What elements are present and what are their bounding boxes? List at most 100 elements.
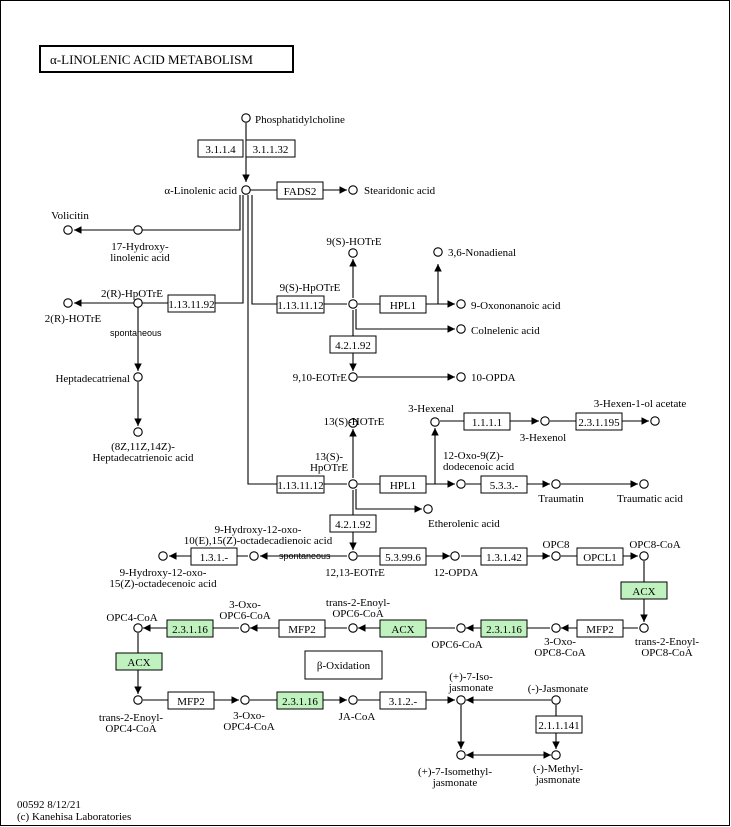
enzyme-box-2-3-1-16-c[interactable]: 2.3.1.16 [276,691,324,710]
enzyme-box-1-13-11-12-b[interactable]: 1.13.11.12 [276,475,325,494]
enzyme-label: 2.3.1.16 [486,624,522,636]
compound-node-9-10-eotre[interactable] [348,372,358,382]
enzyme-box-1-1-1-1[interactable]: 1.1.1.1 [463,412,511,431]
compound-node-9s-hpotre[interactable] [348,299,358,309]
enzyme-box-1-13-11-12-a[interactable]: 1.13.11.12 [276,295,325,314]
compound-label-opc8: OPC8 [543,539,570,551]
compound-node-12-oxo-dodecenoic-acid[interactable] [456,479,466,489]
compound-node-7-iso-jasmonate[interactable] [456,695,466,705]
compound-node-2r-hotre[interactable] [63,298,73,308]
compound-label-traumatic-acid: Traumatic acid [617,493,683,505]
compound-node-alpha-linolenic-acid[interactable] [241,185,251,195]
compound-node-3-hexenal[interactable] [430,417,440,427]
compound-node-heptadecatrienal[interactable] [133,372,143,382]
enzyme-box-acx-b[interactable]: ACX [379,619,427,638]
compound-label-9-oxononanoic-acid: 9-Oxononanoic acid [471,300,561,312]
enzyme-box-hpl1-a[interactable]: HPL1 [379,295,427,314]
compound-node-phosphatidylcholine[interactable] [241,113,251,123]
compound-node-jasmonate[interactable] [551,695,561,705]
enzyme-box-acx-c[interactable]: ACX [115,652,163,671]
enzyme-label: 2.3.1.16 [172,624,208,636]
enzyme-box-4-2-1-92-a[interactable]: 4.2.1.92 [329,335,377,354]
compound-label-opc6-coa: OPC6-CoA [431,639,482,651]
enzyme-box-3-1-1-4[interactable]: 3.1.1.4 [197,139,244,158]
compound-node-3-hexenol[interactable] [540,416,550,426]
compound-node-3-hexen-1-ol-acetate[interactable] [650,416,660,426]
enzyme-box-2-3-1-195[interactable]: 2.3.1.195 [575,412,623,431]
enzyme-label: 5.3.3.- [490,480,519,492]
compound-node-9-oxononanoic-acid[interactable] [456,299,466,309]
enzyme-box-5-3-3[interactable]: 5.3.3.- [480,475,528,494]
compound-label-phosphatidylcholine: Phosphatidylcholine [255,114,345,126]
beta-oxidation-box[interactable]: β-Oxidation [304,650,383,680]
compound-label-7-isomethyl-jasmonate: (+)-7-Isomethyl-jasmonate [418,766,492,789]
enzyme-box-mfp2-a[interactable]: MFP2 [576,619,624,638]
enzyme-box-5-3-99-6[interactable]: 5.3.99.6 [379,547,427,566]
enzyme-box-2-3-1-16-a[interactable]: 2.3.1.16 [480,619,528,638]
compound-node-17-hydroxy-linolenic-acid[interactable] [133,225,143,235]
compound-node-12-13-eotre[interactable] [348,551,358,561]
compound-node-colnelenic-acid[interactable] [456,324,466,334]
compound-label-3-oxo-opc8-coa: 3-Oxo-OPC8-CoA [534,636,585,659]
compound-node-12-opda[interactable] [450,551,460,561]
compound-node-13s-hpotre[interactable] [348,479,358,489]
compound-node-etherolenic-acid[interactable] [423,504,433,514]
compound-label-12-opda: 12-OPDA [434,567,479,579]
compound-label-3-6-nonadienal: 3,6-Nonadienal [448,247,516,259]
compound-label-9s-hpotre: 9(S)-HpOTrE [280,282,341,294]
compound-node-opc6-coa[interactable] [456,623,466,633]
compound-node-traumatin[interactable] [551,479,561,489]
compound-node-trans-2-enoyl-opc4-coa[interactable] [133,695,143,705]
compound-label-trans-2-enoyl-opc6-coa: trans-2-Enoyl-OPC6-CoA [326,597,390,620]
enzyme-box-2-3-1-16-b[interactable]: 2.3.1.16 [166,619,214,638]
enzyme-box-1-3-1[interactable]: 1.3.1.- [190,547,238,566]
enzyme-box-mfp2-b[interactable]: MFP2 [278,619,326,638]
compound-node-3-6-nonadienal[interactable] [433,247,443,257]
compound-node-volicitin[interactable] [63,225,73,235]
compound-label-3-oxo-opc6-coa: 3-Oxo-OPC6-CoA [219,599,270,622]
enzyme-box-3-1-1-32[interactable]: 3.1.1.32 [245,139,296,158]
enzyme-label: ACX [391,624,414,636]
compound-label-9-10-eotre: 9,10-EOTrE [293,372,348,384]
enzyme-box-opcl1[interactable]: OPCL1 [576,547,624,566]
compound-node-10-opda[interactable] [456,372,466,382]
compound-node-heptadecatrienoic-acid[interactable] [133,427,143,437]
compound-label-ja-coa: JA-CoA [339,711,376,723]
compound-node-trans-2-enoyl-opc6-coa[interactable] [348,623,358,633]
compound-label-7-iso-jasmonate: (+)-7-Iso-jasmonate [448,671,494,694]
compound-node-ja-coa[interactable] [348,695,358,705]
compound-node-13s-hotre[interactable] [348,418,358,428]
compound-node-opc4-coa[interactable] [133,623,143,633]
enzyme-box-3-1-2[interactable]: 3.1.2.- [379,691,427,710]
compound-label-alpha-linolenic-acid: α-Linolenic acid [164,185,237,197]
compound-node-9s-hotre[interactable] [348,248,358,258]
compound-node-stearidonic-acid[interactable] [348,185,358,195]
compound-label-volicitin: Volicitin [51,210,89,222]
compound-node-3-oxo-opc4-coa[interactable] [240,695,250,705]
compound-node-traumatic-acid[interactable] [639,479,649,489]
enzyme-box-hpl1-b[interactable]: HPL1 [379,475,427,494]
enzyme-box-1-13-11-92[interactable]: 1.13.11.92 [167,294,216,313]
compound-label-17-hydroxy-linolenic-acid: 17-Hydroxy-linolenic acid [110,241,170,264]
enzyme-box-fads2[interactable]: FADS2 [276,181,324,200]
compound-node-opc8[interactable] [551,551,561,561]
compound-label-9s-hotre: 9(S)-HOTrE [326,236,381,248]
enzyme-box-2-1-1-141[interactable]: 2.1.1.141 [535,715,583,734]
compound-node-9-hydroxy-12-oxo-octadecenoic-acid[interactable] [158,551,168,561]
compound-node-opc8-coa[interactable] [639,551,649,561]
compound-node-3-oxo-opc8-coa[interactable] [551,623,561,633]
enzyme-box-mfp2-c[interactable]: MFP2 [167,691,215,710]
compound-label-3-oxo-opc4-coa: 3-Oxo-OPC4-CoA [223,710,274,733]
compound-node-3-oxo-opc6-coa[interactable] [240,623,250,633]
compound-node-methyl-jasmonate[interactable] [551,750,561,760]
enzyme-box-4-2-1-92-b[interactable]: 4.2.1.92 [329,514,377,533]
enzyme-label: 1.13.11.12 [277,480,323,492]
compound-node-trans-2-enoyl-opc8-coa[interactable] [639,623,649,633]
compound-node-9-hydroxy-12-oxo-octadecadienoic-acid[interactable] [249,551,259,561]
compound-label-stearidonic-acid: Stearidonic acid [364,185,436,197]
compound-node-2r-hpotre[interactable] [133,298,143,308]
enzyme-box-1-3-1-42[interactable]: 1.3.1.42 [480,547,528,566]
enzyme-box-acx-a[interactable]: ACX [620,581,668,600]
compound-node-7-isomethyl-jasmonate[interactable] [456,750,466,760]
enzyme-label: OPCL1 [583,552,617,564]
